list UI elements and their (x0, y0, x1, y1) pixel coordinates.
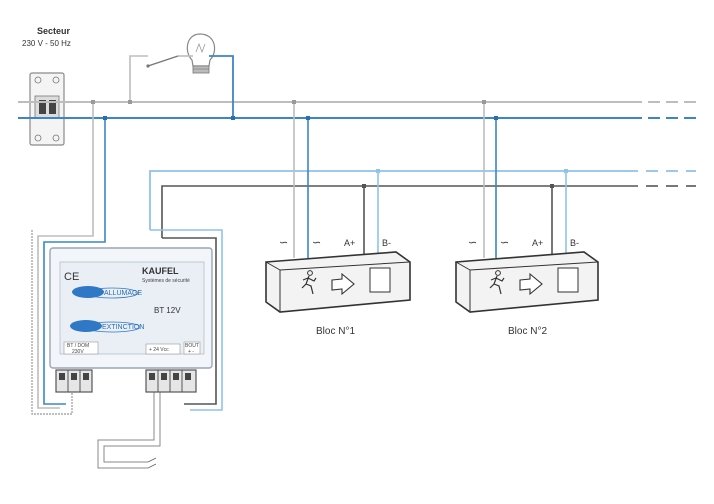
bloc-2-a-plus: A+ (532, 238, 543, 248)
bloc-2-wires (482, 100, 568, 258)
extinction-button[interactable] (70, 320, 102, 332)
source-voltage: 230 V - 50 Hz (22, 39, 71, 48)
bloc-1-emergency-light (265, 251, 411, 313)
kit-brand: KAUFEL (142, 266, 179, 276)
kit-terminals-left (55, 369, 93, 393)
remote-control-wires (97, 392, 161, 469)
bloc-1-phase-symbol-2: ∽ (312, 237, 321, 249)
arrow-right-icon (519, 272, 543, 296)
bloc-2-b-minus: B- (570, 238, 579, 248)
bloc-1-a-plus: A+ (344, 238, 355, 248)
secondary-bus (149, 170, 696, 238)
kit-feed-wires (31, 100, 223, 415)
lamp-switch (128, 55, 235, 120)
bloc-1-label: Bloc N°1 (316, 326, 355, 337)
bloc-2-phase-symbol-1: ∽ (468, 237, 477, 249)
bloc-2-label: Bloc N°2 (508, 326, 547, 337)
light-bulb-icon (186, 33, 216, 74)
kit-right-box-2: BOUT (185, 343, 199, 349)
kit-left-box: BT / DOM (67, 343, 89, 349)
arrow-right-icon (331, 272, 355, 296)
kit-brand-subtitle: Systèmes de sécurité (142, 278, 190, 284)
circuit-breaker (29, 72, 65, 146)
kit-right-box-3: + - (188, 349, 194, 355)
kit-terminals-right (145, 369, 197, 393)
source-title: Secteur (37, 26, 71, 36)
allumage-button[interactable] (72, 286, 104, 298)
bloc-2-emergency-light (455, 251, 599, 313)
kit-box: CE KAUFEL Systèmes de sécurité ALLUMAGE … (49, 247, 213, 369)
running-man-icon (489, 270, 505, 295)
running-man-icon (301, 270, 317, 295)
ce-mark: CE (64, 271, 79, 283)
kit-model: BT 12V (154, 306, 181, 315)
kit-left-box-2: 230V (72, 349, 84, 355)
bloc-1-wires (292, 100, 380, 258)
kit-right-box: + 24 Vcc (149, 347, 169, 353)
extinction-label: EXTINCTION (102, 324, 144, 331)
allumage-label: ALLUMAGE (104, 290, 142, 297)
bloc-2-phase-symbol-2: ∽ (500, 237, 509, 249)
bloc-1-b-minus: B- (382, 238, 391, 248)
bloc-1-phase-symbol-1: ∽ (279, 237, 288, 249)
